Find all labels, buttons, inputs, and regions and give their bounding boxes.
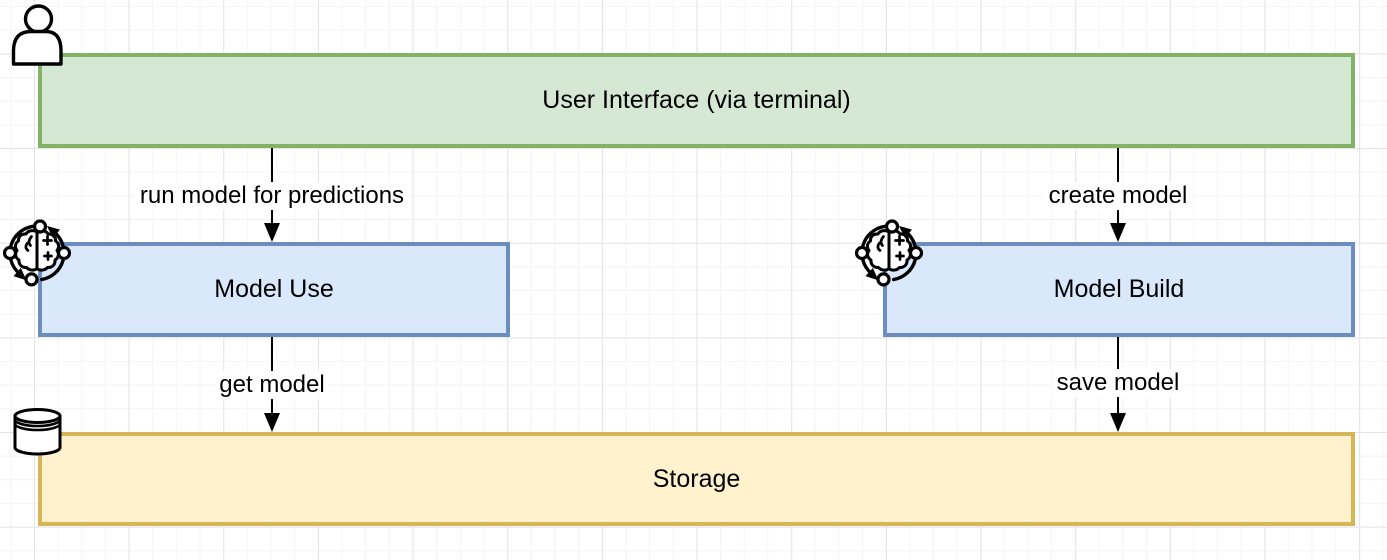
ai-brain-cycle-icon[interactable] (3, 219, 71, 287)
edge-create-model-label[interactable]: create model (1043, 182, 1193, 210)
node-model-build[interactable]: Model Build (883, 242, 1355, 337)
node-model-use-label: Model Use (214, 275, 334, 303)
node-model-build-label: Model Build (1053, 275, 1185, 303)
arrowhead-icon (1110, 223, 1126, 242)
node-model-use[interactable]: Model Use (38, 242, 510, 337)
node-user-interface-label: User Interface (via terminal) (542, 86, 851, 114)
node-storage[interactable]: Storage (38, 432, 1355, 526)
arrowhead-icon (264, 413, 280, 432)
database-icon[interactable] (12, 407, 63, 457)
node-storage-label: Storage (652, 464, 741, 493)
ai-brain-cycle-icon[interactable] (855, 219, 923, 287)
arrowhead-icon (1110, 413, 1126, 432)
edge-save-model-label[interactable]: save model (1051, 369, 1185, 397)
person-icon[interactable] (10, 4, 64, 66)
arrowhead-icon (264, 223, 280, 242)
node-user-interface[interactable]: User Interface (via terminal) (38, 53, 1355, 148)
edge-run-model-label[interactable]: run model for predictions (134, 182, 410, 210)
edge-get-model-label[interactable]: get model (214, 371, 330, 399)
